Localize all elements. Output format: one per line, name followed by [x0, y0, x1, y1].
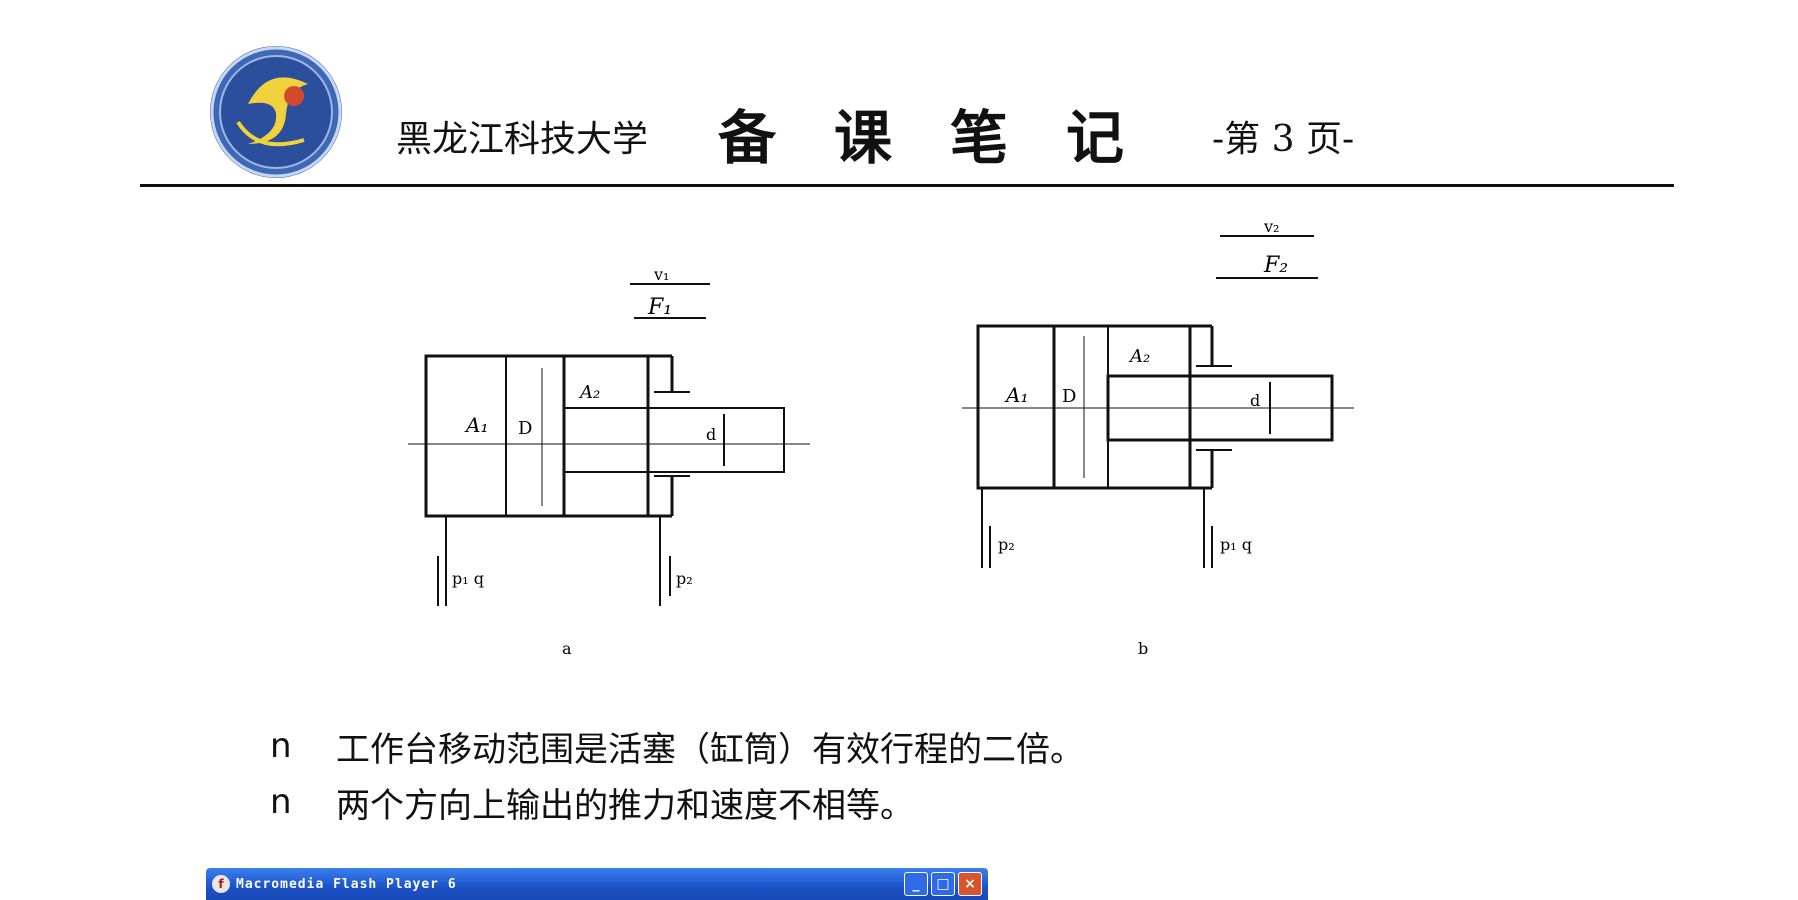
b-port-right-label: p₁ q: [1220, 535, 1252, 554]
page-number: -第 3 页-: [1212, 119, 1355, 160]
bullet-text: 工作台移动范围是活塞（缸筒）有效行程的二倍。: [336, 729, 1084, 770]
a-diameter-label: D: [518, 418, 532, 439]
bullet-list: n 工作台移动范围是活塞（缸筒）有效行程的二倍。 n 两个方向上输出的推力和速度…: [270, 718, 1084, 830]
b-rod-label: d: [1250, 391, 1260, 410]
a-port-right-label: p₂: [676, 569, 693, 588]
a-port-left-label: p₁ q: [452, 569, 484, 588]
a-area-large-label: A₁: [464, 413, 488, 437]
close-button[interactable]: ×: [958, 872, 982, 896]
cylinder-a: [408, 283, 810, 606]
b-caption: b: [1138, 639, 1148, 658]
a-caption: a: [562, 639, 572, 658]
title-char-1: 备: [718, 104, 777, 172]
window-title: Macromedia Flash Player 6: [236, 876, 457, 892]
b-velocity-label: v₂: [1263, 217, 1279, 236]
flash-player-titlebar[interactable]: f Macromedia Flash Player 6 _ □ ×: [206, 868, 988, 900]
flash-logo-icon: f: [212, 875, 230, 893]
minimize-button[interactable]: _: [904, 872, 928, 896]
title-char-4: 记: [1066, 104, 1125, 172]
a-area-small-label: A₂: [578, 382, 600, 403]
university-logo: [210, 46, 342, 178]
b-area-small-label: A₂: [1128, 346, 1150, 367]
bullet-mark: n: [270, 782, 292, 822]
maximize-button[interactable]: □: [931, 872, 955, 896]
b-area-large-label: A₁: [1004, 383, 1028, 407]
a-rod-label: d: [706, 425, 716, 444]
title-char-2: 课: [834, 104, 893, 172]
cylinder-b: [962, 235, 1354, 568]
b-diameter-label: D: [1062, 386, 1076, 407]
list-item: n 工作台移动范围是活塞（缸筒）有效行程的二倍。: [270, 718, 1084, 774]
title-char-3: 笔: [950, 104, 1009, 172]
university-name: 黑龙江科技大学: [396, 119, 649, 160]
bullet-text: 两个方向上输出的推力和速度不相等。: [336, 785, 914, 826]
header-divider: [140, 184, 1674, 187]
b-force-label: F₂: [1263, 253, 1288, 278]
a-velocity-label: v₁: [653, 265, 669, 284]
cylinder-diagram: v₁ F₁ A₁ A₂ D d p₁ q p₂ a v₂ F₂ A: [408, 217, 1354, 658]
bullet-mark: n: [270, 726, 292, 766]
b-port-left-label: p₂: [998, 535, 1015, 554]
list-item: n 两个方向上输出的推力和速度不相等。: [270, 774, 1084, 830]
a-force-label: F₁: [647, 295, 672, 320]
